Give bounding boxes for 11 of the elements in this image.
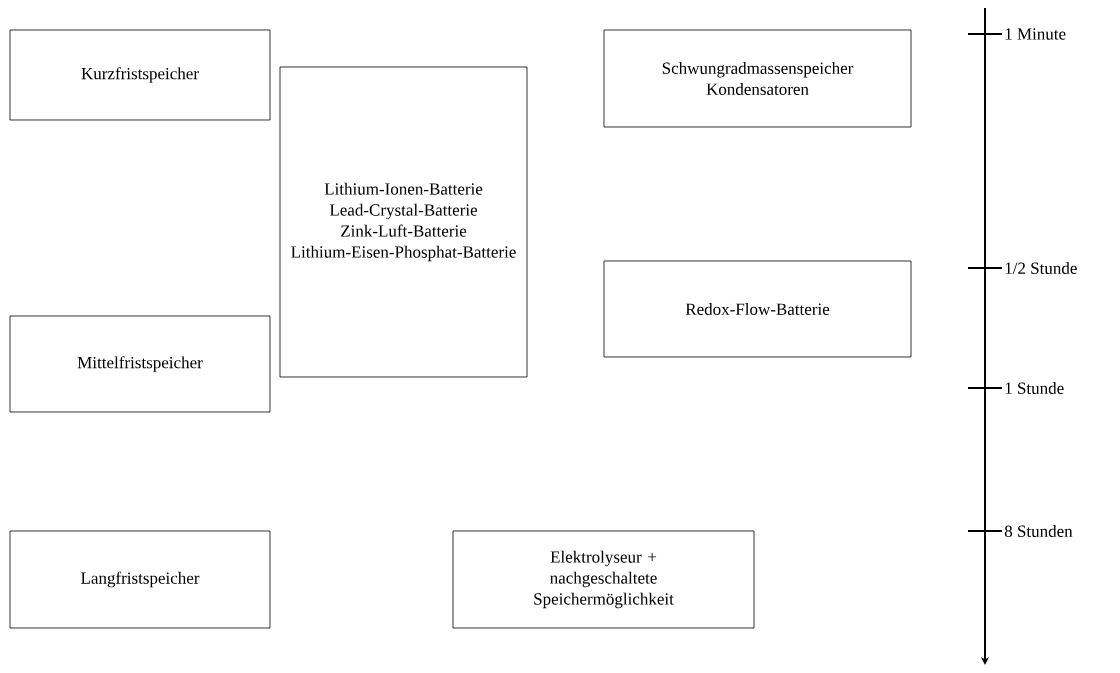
storage-category-box: Kurzfristspeicher [9,29,271,121]
storage-category-box: Mittelfristspeicher [9,315,271,413]
technology-box: Redox-Flow-Batterie [603,260,912,358]
tick-label: 1/2 Stunde [1005,262,1077,274]
tick-label: 8 Stunden [1004,525,1073,537]
technology-box: Schwungradmassenspeicher Kondensatoren [603,29,912,128]
tick-label: 1 Stunde [1005,382,1064,394]
technology-box: Lithium-Ionen-Batterie Lead-Crystal-Batterie Zink-Luft-Batterie Lithium-Eisen-Phosphat-Batterie [279,66,528,378]
storage-category-box: Langfristspeicher [9,530,271,629]
technology-box: Elektrolyseur + nachgeschaltete Speichermöglichkeit [452,530,755,629]
tick-label: 1 Minute [1005,28,1066,40]
